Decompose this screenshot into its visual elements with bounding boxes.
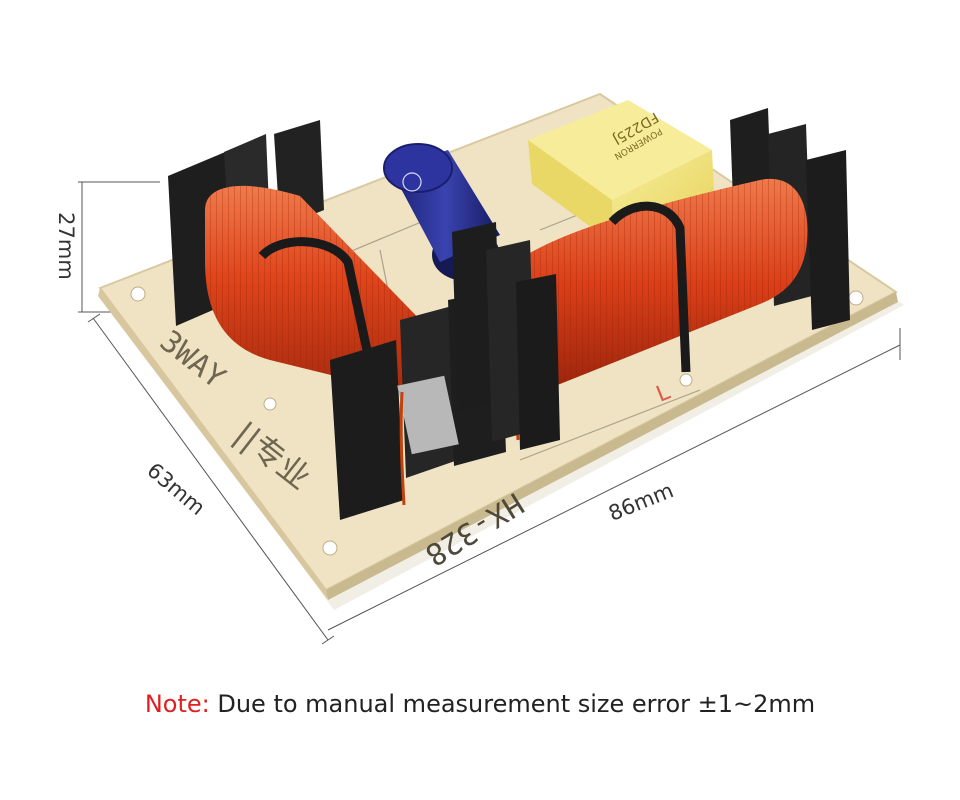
note-label: Note: <box>144 690 210 718</box>
mounting-hole <box>322 540 338 556</box>
height-dimension-label: 27mm <box>54 212 78 280</box>
right-inductor-coil <box>452 108 850 450</box>
left-inductor-coil: H <box>168 120 520 520</box>
ferrite-core <box>397 375 459 455</box>
measurement-note: Note: Due to manual measurement size err… <box>0 690 960 718</box>
mounting-hole <box>848 290 864 306</box>
note-text: Due to manual measurement size error ±1~… <box>209 690 816 718</box>
mounting-hole <box>263 397 277 411</box>
dimension-lines <box>78 181 901 645</box>
mounting-hole <box>130 286 146 302</box>
mounting-hole <box>679 373 693 387</box>
